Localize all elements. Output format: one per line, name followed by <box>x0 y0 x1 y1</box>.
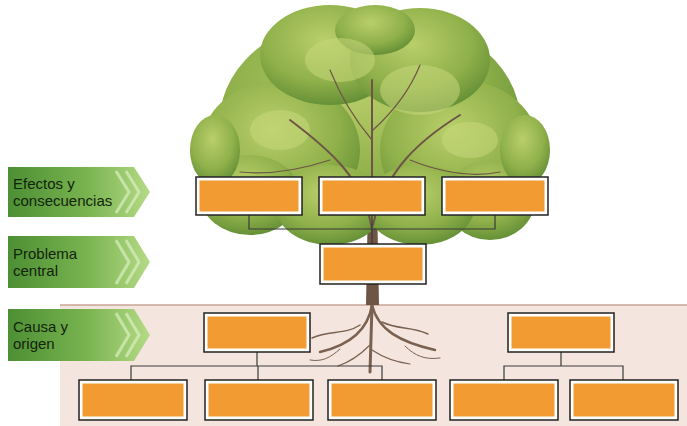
section-banner: Problema central <box>8 236 150 288</box>
empty-boxes <box>79 177 678 420</box>
origin-box <box>79 380 187 420</box>
problem-box <box>320 244 426 284</box>
effect-box <box>196 177 302 215</box>
cause-box <box>204 313 310 352</box>
box-connectors <box>131 215 623 380</box>
section-banner: Causa y origen <box>8 309 150 361</box>
ground <box>60 305 687 426</box>
origin-box <box>450 380 558 420</box>
banner-label: Causa y origen <box>13 318 103 352</box>
origin-box <box>570 380 678 420</box>
tree-roots <box>310 305 440 372</box>
banner-label: Efectos y consecuencias <box>13 175 125 209</box>
banner-label: Problema central <box>13 245 125 279</box>
origin-box <box>205 380 313 420</box>
cause-box <box>508 313 614 352</box>
origin-box <box>328 380 436 420</box>
effect-box <box>442 177 548 215</box>
tree-crown <box>190 5 550 245</box>
effect-box <box>319 177 425 215</box>
section-banner: Efectos y consecuencias <box>8 167 150 217</box>
leaf-highlights <box>250 38 498 158</box>
